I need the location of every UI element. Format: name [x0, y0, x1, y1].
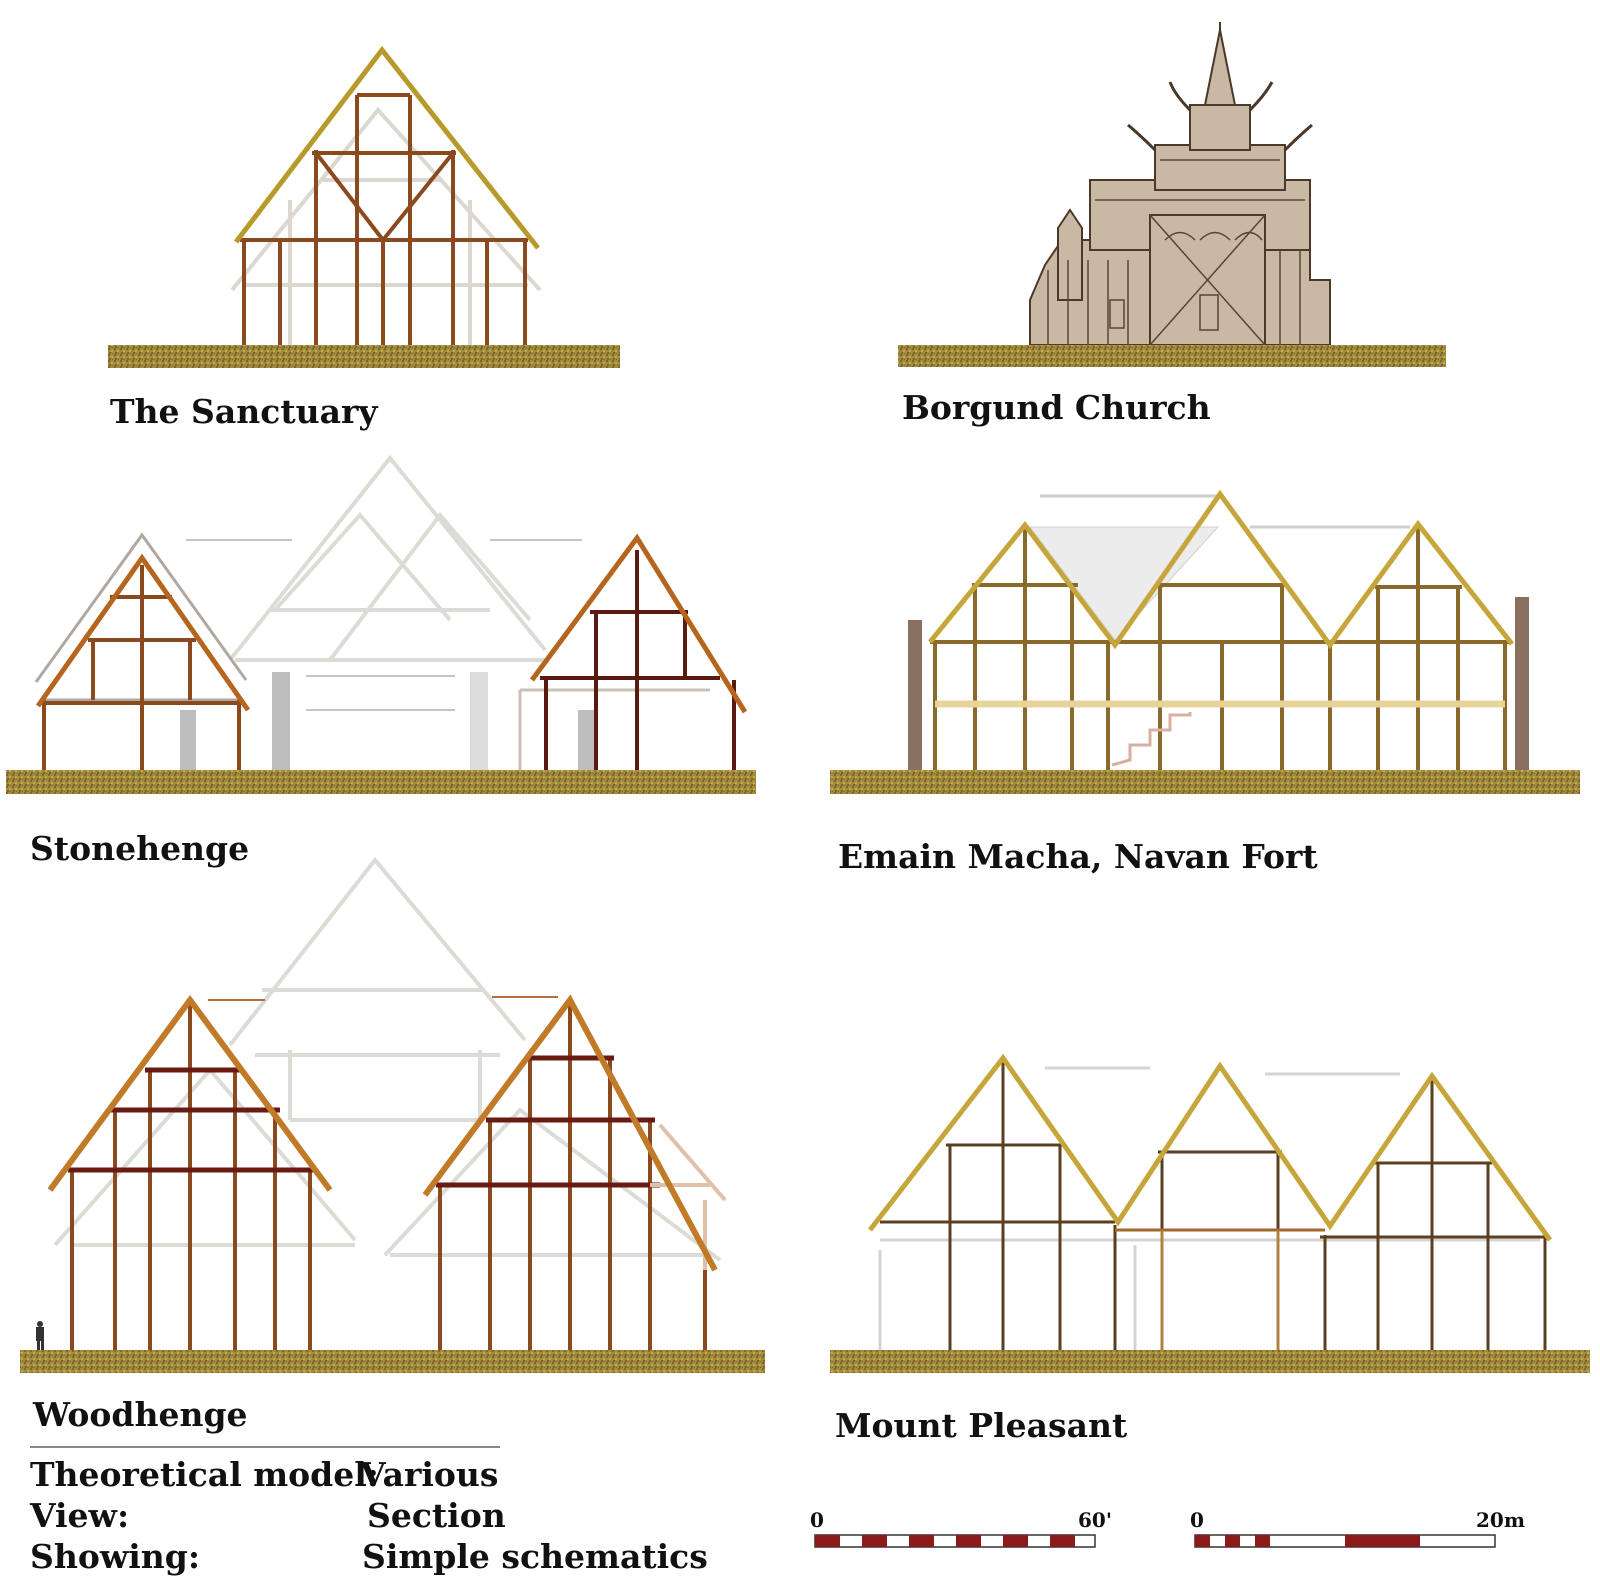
label-the-sanctuary: The Sanctuary	[110, 392, 378, 431]
woodhenge-right-roof	[422, 994, 718, 1272]
sanctuary-ghost-frame	[230, 106, 542, 345]
stonehenge-right-roof	[529, 533, 748, 714]
woodhenge-section	[20, 856, 765, 1373]
scale-imperial-end: 60'	[1078, 1508, 1112, 1532]
scale-imperial-segments	[815, 1535, 1075, 1547]
stonehenge-sarsen-right	[582, 710, 594, 770]
mount-ghost-frame	[878, 1066, 1540, 1350]
borgund-dragon-finials	[1127, 81, 1313, 152]
label-stonehenge: Stonehenge	[30, 829, 250, 868]
label-mount-pleasant: Mount Pleasant	[835, 1406, 1128, 1445]
woodhenge-left-beams	[68, 1067, 314, 1173]
woodhenge-left-roof	[47, 994, 333, 1192]
mount-roof	[868, 1053, 1553, 1242]
stonehenge-ground	[6, 770, 756, 794]
legend-view-value: Section	[367, 1496, 506, 1535]
label-emain-macha: Emain Macha, Navan Fort	[838, 837, 1318, 876]
stonehenge-left-roof	[35, 553, 251, 712]
legend-showing-value: Simple schematics	[362, 1537, 708, 1576]
borgund-ground	[898, 345, 1446, 367]
emain-section	[830, 489, 1580, 794]
woodhenge-right-frame	[438, 1000, 707, 1350]
stonehenge-right-ghost	[518, 688, 710, 770]
woodhenge-human-figure	[36, 1321, 44, 1350]
emain-stair	[1111, 712, 1192, 767]
legend-view-label: View:	[30, 1496, 130, 1535]
label-borgund-church: Borgund Church	[902, 388, 1211, 427]
stonehenge-sarsens	[180, 672, 594, 770]
stonehenge-section	[6, 454, 756, 794]
woodhenge-ghost-frame	[53, 856, 722, 1262]
emain-palisade-left	[908, 620, 922, 770]
stonehenge-lintels	[186, 539, 582, 711]
scale-metric-segments	[1195, 1535, 1420, 1547]
scale-imperial-start: 0	[810, 1508, 824, 1532]
woodhenge-ground	[20, 1350, 765, 1373]
stonehenge-left-frame	[40, 565, 245, 770]
scale-metric-start: 0	[1190, 1508, 1204, 1532]
scale-bar-metric	[1194, 1534, 1496, 1548]
borgund-detail-lines	[1047, 159, 1305, 346]
borgund-church-drawing	[1029, 22, 1331, 346]
emain-roof	[928, 489, 1514, 650]
mount-timber-frame	[880, 1062, 1547, 1350]
legend-model-label: Theoretical model:	[30, 1455, 379, 1494]
scale-bar-imperial	[814, 1534, 1096, 1548]
label-woodhenge: Woodhenge	[33, 1395, 248, 1434]
emain-ghost-lines	[1040, 494, 1410, 529]
sanctuary-section	[108, 45, 620, 368]
sanctuary-ground	[108, 345, 620, 368]
legend-showing-label: Showing:	[30, 1537, 201, 1576]
sanctuary-roof	[234, 45, 540, 250]
scale-metric-end: 20m	[1476, 1508, 1525, 1532]
mount-section	[830, 1053, 1590, 1373]
woodhenge-lintels	[208, 996, 558, 1001]
emain-palisade-right	[1515, 597, 1529, 770]
emain-timber-frame	[930, 527, 1510, 770]
emain-ground	[830, 770, 1580, 794]
legend-model-value: Various	[360, 1455, 499, 1494]
stonehenge-ghost-frame	[228, 454, 547, 662]
mount-central-posts	[1160, 1230, 1280, 1350]
mount-ground	[830, 1350, 1590, 1373]
woodhenge-right-ghost-roof	[650, 1123, 727, 1270]
sanctuary-timber-frame	[240, 93, 528, 345]
woodhenge-left-frame	[70, 1005, 312, 1350]
stonehenge-right-frame	[540, 550, 736, 770]
borgund-section	[898, 22, 1446, 367]
